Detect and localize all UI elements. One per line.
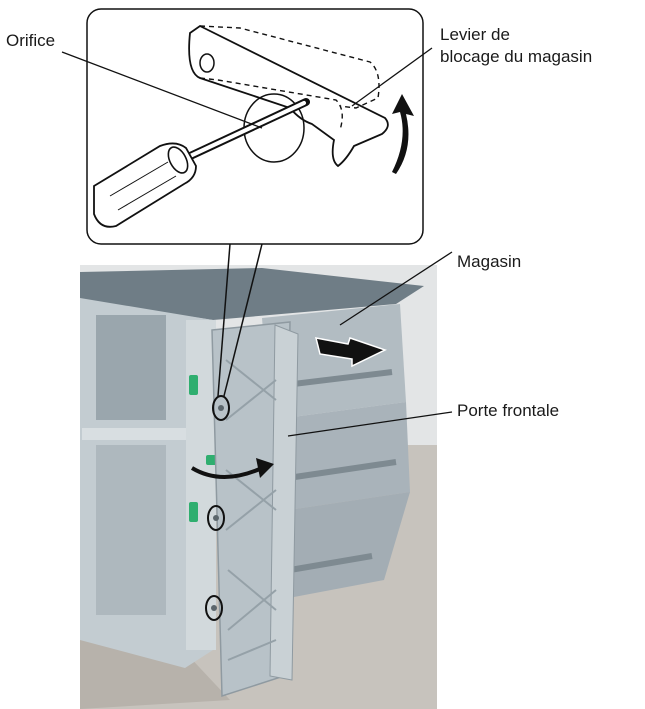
front-door-edge: [269, 324, 299, 681]
screw-hole-marker: [207, 505, 225, 531]
tray-lock-lever: [188, 24, 389, 168]
label-tray-lock-lever-line1: Levier de: [440, 25, 510, 44]
lever-pivot: [199, 53, 215, 73]
detail-inset: [86, 8, 424, 397]
tray-handle: [287, 459, 397, 481]
screwdriver: [93, 98, 310, 228]
door-open-arrowhead: [256, 458, 274, 478]
lift-lever-arrow: [392, 94, 414, 174]
machine-photo: [80, 265, 437, 709]
machine-top: [80, 268, 424, 320]
lever-raised-position: [199, 77, 343, 131]
frame-rail: [82, 428, 202, 440]
screw-hole-marker: [205, 595, 223, 621]
tray-middle: [270, 402, 410, 512]
label-tray-lock-lever-line2: blocage du magasin: [440, 47, 593, 66]
lever-raised-position: [199, 25, 380, 109]
tray-lower: [275, 492, 410, 600]
leader-line-front-door: [287, 411, 453, 437]
green-handle: [189, 375, 198, 395]
inset-pointer-line: [217, 243, 231, 397]
screw-hole-marker: [212, 395, 230, 421]
label-front-door: Porte frontale: [457, 401, 560, 420]
door-open-arrow: [190, 466, 263, 479]
leader-lines: [61, 47, 453, 437]
leader-line-orifice: [61, 51, 263, 129]
leader-line-lever: [351, 47, 433, 107]
pull-tray-arrow: [314, 337, 387, 368]
label-orifice: Orifice: [6, 31, 56, 50]
leader-line-tray: [339, 251, 453, 326]
label-tray-lock-lever: Levier de blocage du magasin: [440, 24, 592, 68]
side-column: [186, 320, 216, 650]
frame-inner-upper: [96, 315, 166, 420]
tray-upper: [262, 304, 406, 420]
label-tray: Magasin: [457, 252, 522, 271]
frame-inner-lower: [96, 445, 166, 615]
tray-handle: [289, 553, 373, 573]
green-handle: [189, 502, 198, 522]
tray-handle: [284, 369, 393, 388]
inset-pointer-line: [223, 243, 263, 397]
